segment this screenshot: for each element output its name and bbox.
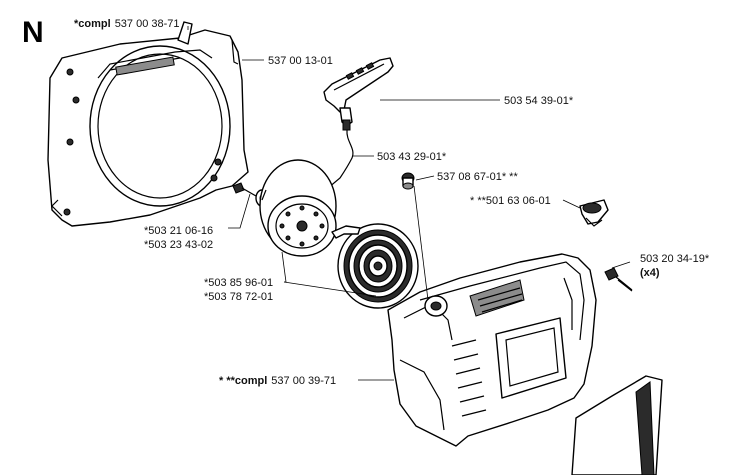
callout-bolt-2: *503 23 43-02 — [144, 239, 213, 251]
callout-screw: 503 20 34-19* — [640, 253, 710, 265]
callout-starter-cord: 503 43 29-01* — [377, 151, 447, 163]
callout-screw-qty: (x4) — [640, 267, 660, 279]
callout-pulley-2: *503 78 72-01 — [204, 291, 273, 303]
callout-cover-part: 537 00 13-01 — [268, 55, 333, 67]
starter-housing — [387, 253, 597, 447]
callout-starter-handle: 503 54 39-01* — [504, 95, 574, 107]
fan-cover — [47, 21, 249, 227]
starter-pulley — [259, 159, 337, 257]
callout-bushing: 537 08 67-01* ** — [437, 171, 518, 183]
callout-valve: * **501 63 06-01 — [470, 195, 551, 207]
starter-cord — [317, 129, 354, 197]
filter-plate — [571, 375, 663, 475]
section-letter: N — [22, 16, 44, 49]
starter-handle — [323, 57, 394, 131]
bushing — [401, 172, 415, 190]
decompression-valve — [579, 199, 609, 227]
recoil-spring — [331, 223, 419, 309]
leader-lines — [187, 26, 631, 381]
screw — [604, 267, 633, 292]
callout-bolt-1: *503 21 06-16 — [144, 225, 213, 237]
callout-pulley-1: *503 85 96-01 — [204, 277, 273, 289]
